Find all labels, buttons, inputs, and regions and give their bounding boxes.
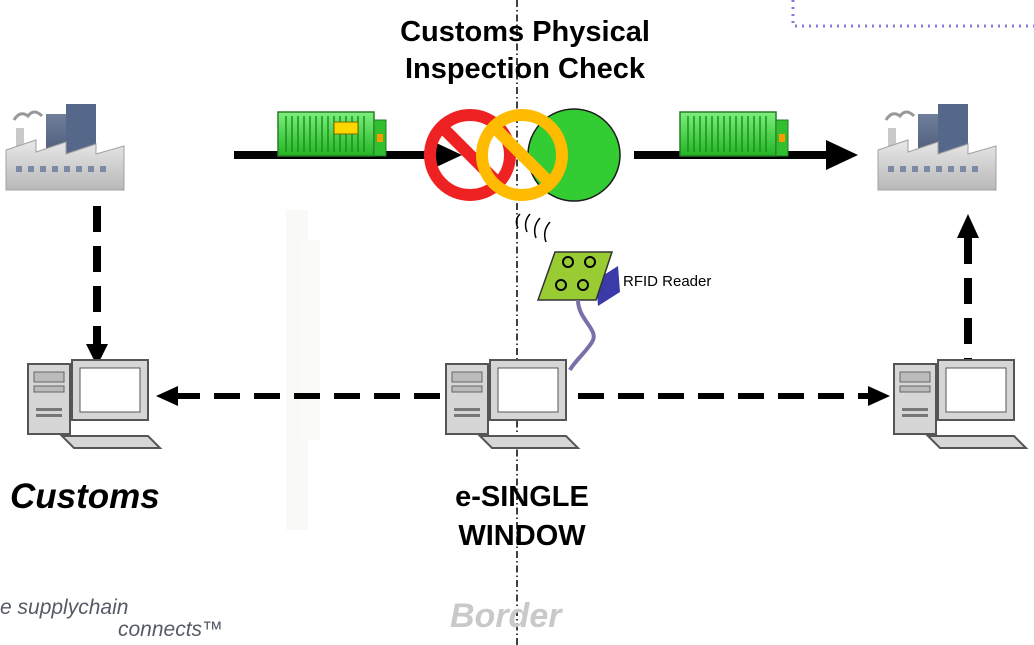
dashed-arrow-up [957, 214, 979, 362]
inspection-title-line1: Customs Physical [400, 16, 650, 48]
factory-icon [876, 102, 998, 192]
computer-icon [445, 359, 579, 449]
single-window-label-line1: e-SINGLE [455, 481, 589, 513]
rfid-reader-label: RFID Reader [623, 273, 712, 290]
computer-icon [893, 359, 1027, 449]
inspection-title: Customs Physical Inspection Check [340, 14, 710, 88]
factory-icon [4, 102, 126, 192]
background-watermark [286, 210, 320, 530]
single-window-label-line2: WINDOW [458, 520, 586, 552]
dashed-arrow-to-destination [578, 386, 890, 406]
inspection-title-line2: Inspection Check [404, 53, 646, 85]
single-window-label: e-SINGLE WINDOW [412, 478, 632, 556]
dotted-frame [791, 0, 1034, 28]
computer-icon [27, 359, 161, 449]
customs-label: Customs [10, 477, 160, 516]
rfid-cable [568, 299, 596, 372]
radio-wave-icon [515, 213, 551, 243]
logo-tagline-line1: e supplychain [0, 596, 129, 619]
container-icon [679, 111, 789, 157]
container-icon [277, 111, 387, 157]
dashed-arrow-to-customs [156, 386, 440, 406]
prohibited-icon [476, 109, 568, 201]
rfid-reader-icon [536, 251, 620, 306]
logo-tagline-line2: connects™ [118, 618, 224, 641]
dashed-arrow-down [86, 206, 108, 366]
border-label: Border [450, 597, 562, 635]
